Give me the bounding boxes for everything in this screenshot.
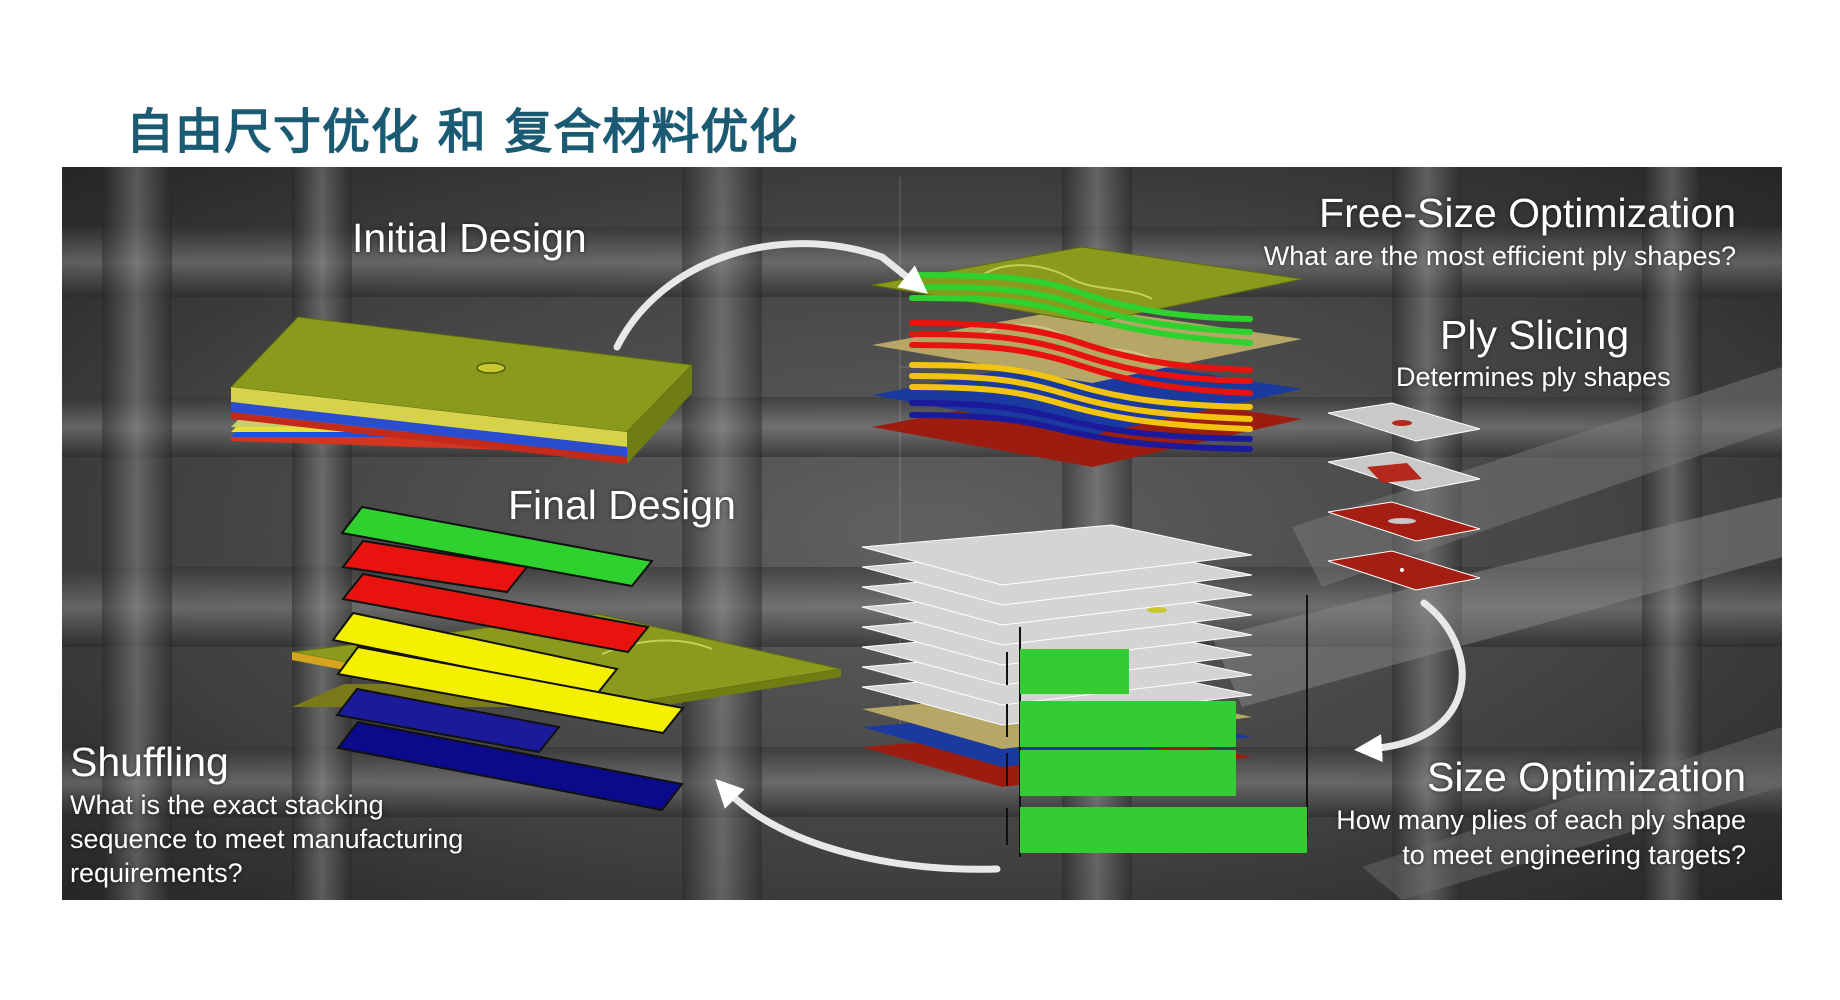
workflow-arrows	[613, 240, 1466, 873]
curved-arrow-icon	[613, 240, 928, 351]
size-optimization-question-line2: to meet engineering targets?	[1402, 840, 1746, 870]
slide-title: 自由尺寸优化 和 复合材料优化	[126, 104, 799, 160]
shuffling-question-line1: What is the exact stacking	[70, 790, 384, 820]
final-plies	[331, 505, 685, 812]
diagram-panel: Initial Design Final Design Free-Size Op…	[62, 167, 1782, 900]
ply-slicing-question: Determines ply shapes	[1396, 362, 1671, 392]
ply-slicing-heading: Ply Slicing	[1440, 312, 1630, 358]
initial-design-laminate	[229, 316, 694, 464]
shuffling-question-line2: sequence to meet manufacturing	[70, 824, 464, 854]
size-optimization-heading: Size Optimization	[1426, 754, 1746, 800]
free-size-heading: Free-Size Optimization	[1319, 190, 1736, 236]
curved-arrow-icon	[1354, 599, 1466, 763]
initial-design-heading: Initial Design	[352, 215, 587, 261]
shuffling-question-line3: requirements?	[70, 858, 243, 888]
size-optimization-question-line1: How many plies of each ply shape	[1336, 805, 1746, 835]
size-optimization-stack	[861, 524, 1308, 857]
final-design-heading: Final Design	[508, 482, 736, 528]
free-size-stack	[871, 246, 1303, 467]
free-size-question: What are the most efficient ply shapes?	[1263, 241, 1736, 271]
ply-slicing-tiles	[1327, 402, 1481, 591]
curved-arrow-icon	[715, 779, 1001, 873]
shuffling-heading: Shuffling	[70, 739, 229, 785]
final-design-stack	[291, 505, 842, 812]
diagram-graphics	[62, 167, 1782, 900]
